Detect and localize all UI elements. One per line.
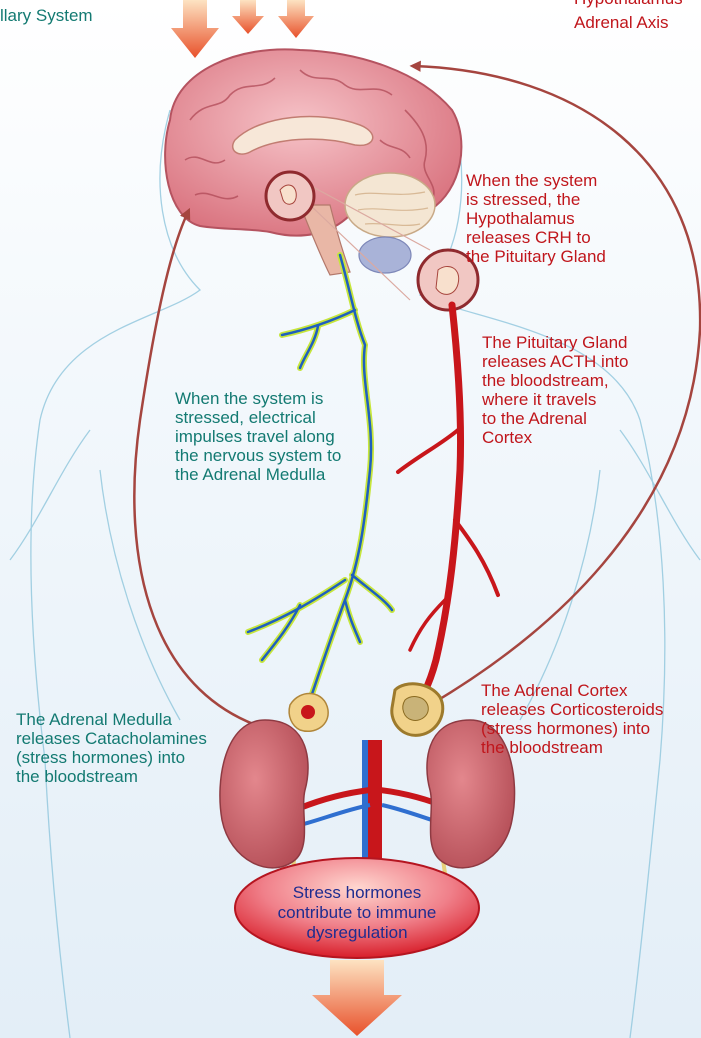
outcome-oval-text: Stress hormones contribute to immune dys… bbox=[252, 883, 462, 943]
medulla-blue bbox=[359, 237, 411, 273]
nerve-pathway bbox=[248, 255, 392, 715]
adrenal-cortex-annotation: The Adrenal Cortex releases Corticostero… bbox=[481, 681, 663, 757]
hypothalamus-crh-annotation: When the system is stressed, the Hypotha… bbox=[466, 171, 606, 266]
nervous-impulses-annotation: When the system is stressed, electrical … bbox=[175, 389, 341, 484]
stress-arrow-large bbox=[171, 0, 219, 58]
pituitary-acth-annotation: The Pituitary Gland releases ACTH into t… bbox=[482, 333, 628, 447]
header-right-fragment-line1: Hypothalamus bbox=[574, 0, 683, 8]
adrenal-medulla-annotation: The Adrenal Medulla releases Catacholami… bbox=[16, 710, 207, 786]
header-left-fragment: llary System bbox=[0, 6, 93, 25]
kidneys-illustration bbox=[220, 684, 515, 880]
left-kidney bbox=[220, 720, 308, 868]
stress-arrow-medium bbox=[278, 0, 314, 38]
brain-illustration bbox=[165, 49, 478, 310]
cerebellum bbox=[345, 173, 435, 237]
stress-arrow-small bbox=[232, 0, 264, 34]
header-right-fragment-line2: Adrenal Axis bbox=[574, 13, 669, 32]
down-arrow bbox=[312, 960, 402, 1036]
